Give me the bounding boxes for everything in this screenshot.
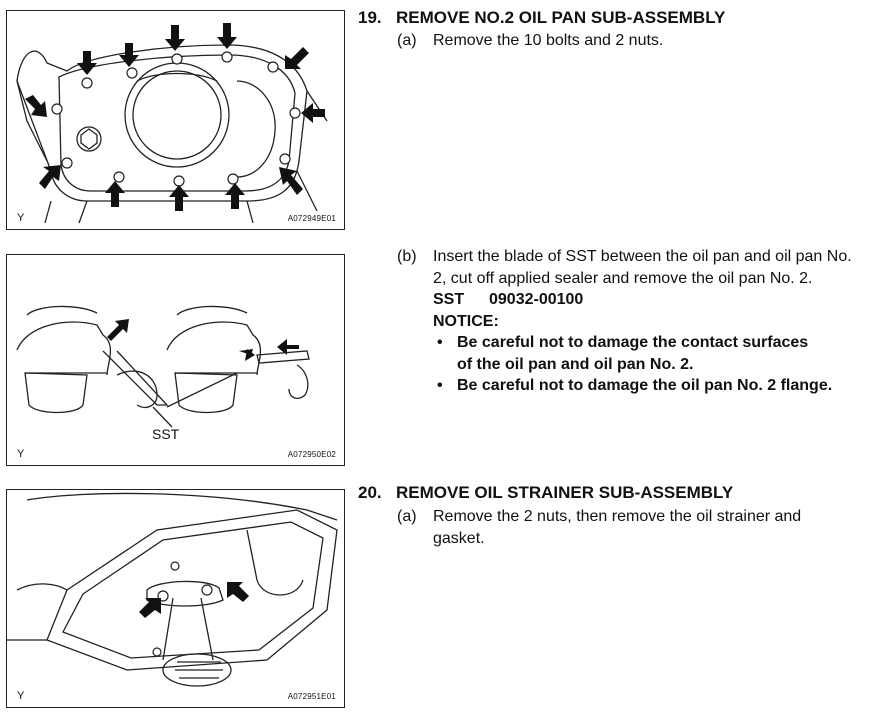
sst-label: SST xyxy=(433,291,465,308)
figure-oil-pan-bolts: Y A072949E01 xyxy=(6,10,345,230)
bullet-glyph: • xyxy=(437,334,443,351)
substep-label: (a) xyxy=(397,32,417,49)
substep-text: Remove the 2 nuts, then remove the oil s… xyxy=(433,508,802,547)
figure-corner-label: Y xyxy=(17,448,25,460)
sst-insert-illustration xyxy=(16,305,310,428)
figure-corner-label: Y xyxy=(17,690,25,702)
step-19-substep-b: (b) Insert the blade of SST between the … xyxy=(397,246,867,397)
figure-code: A072951E01 xyxy=(287,692,336,701)
substep-label: (a) xyxy=(397,508,417,525)
step-20-number: 20. xyxy=(358,483,382,502)
step-20-heading: 20. REMOVE OIL STRAINER SUB-ASSEMBLY xyxy=(358,483,733,503)
sst-line: SST 09032-00100 xyxy=(433,289,867,311)
step-19-number: 19. xyxy=(358,8,382,27)
figure-code: A072950E02 xyxy=(287,450,336,459)
sst-number: 09032-00100 xyxy=(489,291,584,308)
substep-label: (b) xyxy=(397,248,417,265)
figure-oil-strainer: Y A072951E01 xyxy=(6,489,345,708)
step-20-title: REMOVE OIL STRAINER SUB-ASSEMBLY xyxy=(396,483,734,502)
notice-item: • Be careful not to damage the contact s… xyxy=(433,332,827,375)
sst-callout-label: SST xyxy=(152,426,180,442)
substep-text: Insert the blade of SST between the oil … xyxy=(433,248,852,287)
bullet-glyph: • xyxy=(437,377,443,394)
oil-strainer-illustration xyxy=(7,492,338,687)
step-19-title: REMOVE NO.2 OIL PAN SUB-ASSEMBLY xyxy=(396,8,726,27)
notice-label: NOTICE: xyxy=(433,312,499,330)
oil-pan-bolts-illustration xyxy=(16,23,328,224)
step-19-heading: 19. REMOVE NO.2 OIL PAN SUB-ASSEMBLY xyxy=(358,8,725,28)
figure-sst-insert: SST Y A072950E02 xyxy=(6,254,345,466)
figure-code: A072949E01 xyxy=(287,214,336,223)
notice-text: Be careful not to damage the oil pan No.… xyxy=(457,377,833,394)
figure-corner-label: Y xyxy=(17,212,25,224)
substep-text: Remove the 10 bolts and 2 nuts. xyxy=(433,32,664,49)
step-20-substep-a: (a) Remove the 2 nuts, then remove the o… xyxy=(397,506,867,549)
notice-item: • Be careful not to damage the oil pan N… xyxy=(433,375,847,397)
step-19-substep-a: (a) Remove the 10 bolts and 2 nuts. xyxy=(397,31,867,51)
notice-text: Be careful not to damage the contact sur… xyxy=(457,334,809,373)
